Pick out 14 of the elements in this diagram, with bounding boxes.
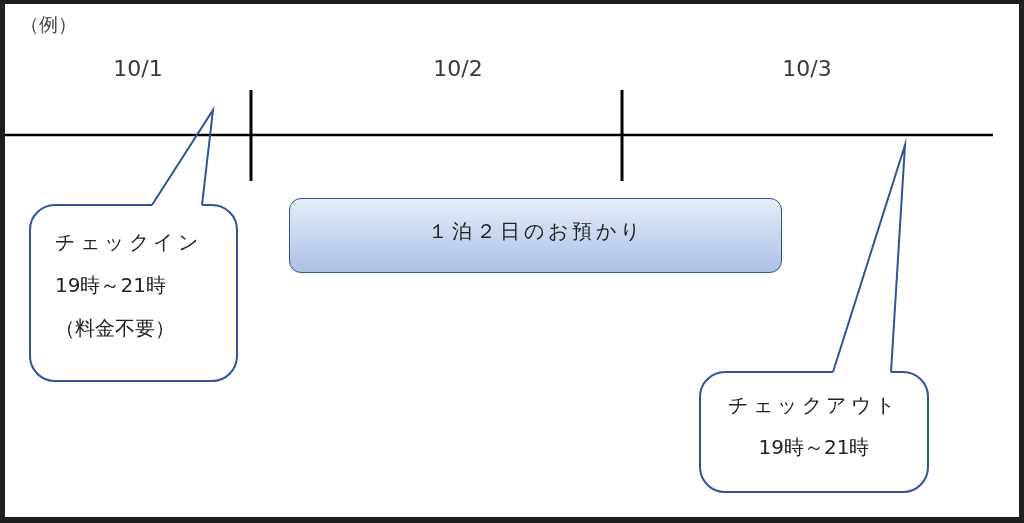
heading-text: （例） <box>20 13 77 35</box>
speech-bubble <box>29 204 238 382</box>
duration-label: １泊２日のお預かり <box>427 219 644 243</box>
callout-text: チェックアウト <box>728 393 900 417</box>
callout-text: （料金不要） <box>55 316 175 340</box>
callout-text: 19時～21時 <box>758 435 870 459</box>
callout-text: チェックイン <box>55 230 202 254</box>
speech-bubble <box>699 371 929 493</box>
date-label: 10/2 <box>433 57 483 81</box>
callout-text: 19時～21時 <box>55 273 166 297</box>
callout-tail <box>151 105 215 206</box>
date-label: 10/1 <box>113 57 163 81</box>
date-label: 10/3 <box>782 57 832 81</box>
duration-bar <box>289 198 782 273</box>
